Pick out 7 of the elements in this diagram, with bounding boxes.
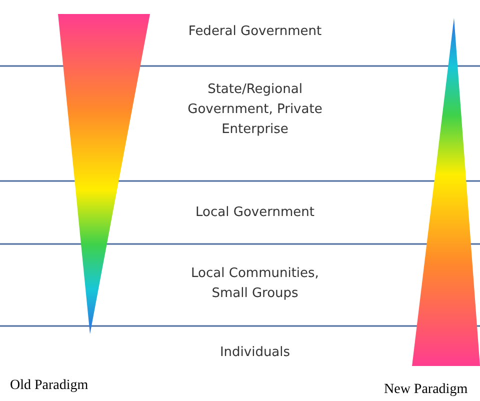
level-label: Local Government [194,204,316,222]
level-label: Federal Government [187,23,323,41]
paradigm-label: Old Paradigm [10,378,88,394]
paradigm-label: New Paradigm [384,382,468,398]
level-label: Individuals [218,344,292,362]
level-label: Local Communities, Small Groups [190,265,320,303]
level-label: State/Regional Government, Private Enterprise [186,81,324,139]
